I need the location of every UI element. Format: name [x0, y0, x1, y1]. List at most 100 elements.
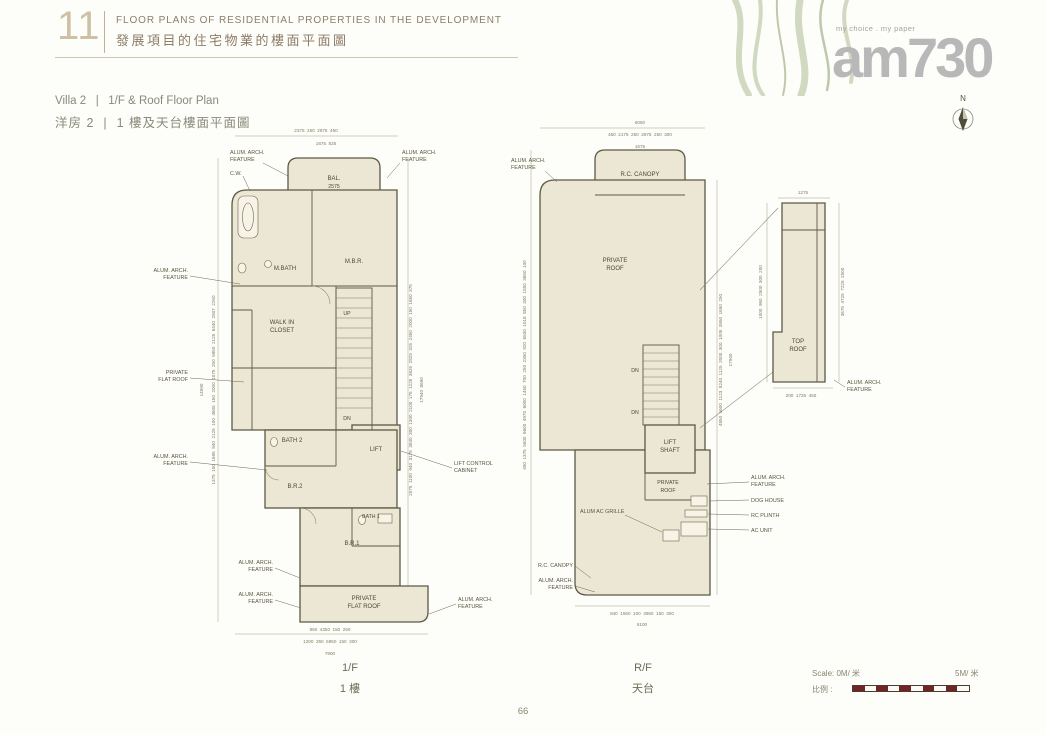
dim-1f-right: 2575 1100 940 3175 3940 300 1300 2100 17…: [408, 284, 413, 496]
rf-stair-label-dn: DN: [631, 368, 639, 374]
flat-roof-block-outline: [299, 585, 429, 623]
scale-bar: [852, 685, 970, 692]
svg-text:FEATURE: FEATURE: [458, 604, 483, 610]
dim-1f-top2: 1675 825: [316, 141, 337, 146]
dim-1f-bottom3: 7900: [325, 651, 336, 656]
plan-rf-dimensions: 6050 450 2175 250 2875 250 300 1675 840 …: [522, 120, 733, 627]
villa-subtitle-en: Villa 2 | 1/F & Roof Floor Plan: [55, 95, 219, 107]
annotation-alum-arch: ALUM. ARCH.: [154, 268, 188, 274]
top-roof-outline: [772, 202, 826, 383]
plan-1f-caption: 1/F 1 樓: [300, 662, 400, 696]
annotation-alum-arch: ALUM. ARCH.: [230, 150, 264, 156]
detail-leader-line: [699, 207, 779, 291]
rf-stair-label-dn2: DN: [631, 410, 639, 416]
header-divider: [104, 11, 105, 53]
wc-bath1: [358, 515, 366, 525]
plan-1f-annotations: ALUM. ARCH. FEATURE C.W. ALUM. ARCH. FEA…: [154, 150, 493, 615]
dim-1f-bottom2: 1200 250 5950 150 300: [303, 639, 357, 644]
svg-text:FEATURE: FEATURE: [511, 165, 536, 171]
svg-text:FEATURE: FEATURE: [847, 387, 872, 393]
room-label-lift-shaft-2: SHAFT: [660, 448, 680, 454]
rf-lower-outline: [574, 449, 711, 596]
dim-rf-right-total: 17940: [728, 353, 733, 366]
page-title-zh: 發展項目的住宅物業的樓面平面圖: [116, 33, 349, 48]
room-label-flat-roof-2: FLAT ROOF: [347, 604, 380, 610]
dim-rf-top1: 6050: [635, 120, 646, 125]
rf-stair-treads: [643, 352, 679, 418]
room-label-private-roof-2: ROOF: [606, 266, 624, 272]
room-label-rc-canopy: R.C. CANOPY: [620, 172, 659, 178]
svg-text:FEATURE: FEATURE: [248, 567, 273, 573]
plan-rf-caption: R/F 天台: [598, 662, 688, 696]
logo-text: am730: [832, 26, 994, 89]
room-label-mbr: M.B.R.: [345, 259, 364, 265]
room-label-closet-1: WALK IN: [270, 320, 294, 326]
upper-block-outline: [231, 189, 398, 431]
caption-rf-zh: 天台: [632, 683, 654, 695]
door-arc: [311, 285, 331, 305]
scale-label: Scale: 0M/ 米: [812, 669, 861, 678]
annotation-dog-house: DOG HOUSE: [751, 498, 784, 504]
room-label-mbath: M.BATH: [274, 266, 296, 272]
room-label-private-roof-small-2: ROOF: [661, 488, 676, 494]
scale-end-label: 5M/ 米: [955, 669, 979, 678]
page-number: 66: [517, 706, 529, 717]
plan-1f-building: [231, 157, 429, 623]
annotation-lift-control: LIFT CONTROL: [454, 461, 493, 467]
annotation-cw: C.W.: [230, 171, 242, 177]
caption-1f-zh: 1 樓: [339, 683, 361, 695]
annotation-alum-arch: ALUM. ARCH.: [458, 597, 492, 603]
wc-bath2: [270, 437, 278, 447]
stair-label-up: UP: [343, 311, 351, 317]
annotation-alum-arch: ALUM. ARCH.: [402, 150, 436, 156]
annotation-alum-arch: ALUM. ARCH.: [511, 158, 545, 164]
annotation-alum-arch: ALUM. ARCH.: [154, 454, 188, 460]
annotation-rc-canopy: R.C. CANOPY: [538, 563, 573, 569]
section-number: 11: [57, 4, 101, 48]
plan-1f-fixtures: [237, 195, 393, 525]
room-label-br1: B.R.1: [344, 541, 360, 547]
room-label-bath1: BATH 1: [362, 514, 380, 520]
svg-text:FEATURE: FEATURE: [163, 275, 188, 281]
plan-rf-building: [539, 149, 711, 596]
annotation-ac-unit: AC UNIT: [751, 528, 773, 534]
stair-treads: [336, 297, 372, 409]
logo-tagline: my choice . my paper: [836, 24, 916, 33]
svg-text:FEATURE: FEATURE: [402, 157, 427, 163]
plan-1f-dimensions: 2375 250 2875 450 1675 825 850 4350 150 …: [199, 128, 428, 656]
rc-plinth-shape: [684, 509, 708, 518]
dim-rf-top2: 450 2175 250 2875 250 300: [608, 132, 672, 137]
annotation-alum-arch: ALUM. ARCH.: [239, 592, 273, 598]
am730-logo: my choice . my paper am730: [832, 24, 994, 86]
svg-text:FLAT ROOF: FLAT ROOF: [158, 377, 188, 383]
dim-toproof-bottom: 200 1725 450: [786, 393, 817, 398]
room-label-top-roof-2: ROOF: [789, 347, 807, 353]
basin-bath1: [377, 513, 393, 524]
dim-1f-left-total: 14590: [199, 383, 204, 396]
ac-grille-shape: [662, 529, 680, 542]
mid-block-outline: [264, 429, 398, 509]
ac-unit-shape: [680, 521, 708, 537]
annotation-alum-ac-grille: ALUM AC GRILLE: [580, 509, 625, 515]
room-label-top-roof-1: TOP: [792, 339, 804, 345]
dim-1f-top1: 2375 250 2875 450: [294, 128, 338, 133]
dim-rf-top3: 1675: [635, 144, 646, 149]
compass-icon: [952, 107, 974, 131]
scale-label-zh: 比例 :: [812, 685, 833, 694]
annotation-private-flat-roof: PRIVATE: [166, 370, 189, 376]
room-label-private-roof-1: PRIVATE: [603, 258, 628, 264]
svg-text:FEATURE: FEATURE: [163, 461, 188, 467]
header-rule: [55, 57, 518, 58]
dim-1f-left: 1375 150 1695 940 2125 100 4605 150 2000…: [211, 295, 216, 484]
annotation-alum-arch: ALUM. ARCH.: [239, 560, 273, 566]
svg-text:FEATURE: FEATURE: [230, 157, 255, 163]
dim-toproof-right: 3675 4725 7225 2500: [840, 267, 845, 316]
room-label-closet-2: CLOSET: [270, 328, 294, 334]
svg-text:FEATURE: FEATURE: [548, 585, 573, 591]
caption-1f-en: 1/F: [342, 662, 358, 674]
room-label-br2: B.R.2: [287, 484, 303, 490]
stair-label-dn: DN: [343, 416, 351, 422]
room-label-private-roof-small-1: PRIVATE: [657, 480, 679, 486]
plan-rf-annotations: ALUM. ARCH. FEATURE ALUM. ARCH. FEATURE …: [511, 158, 785, 593]
